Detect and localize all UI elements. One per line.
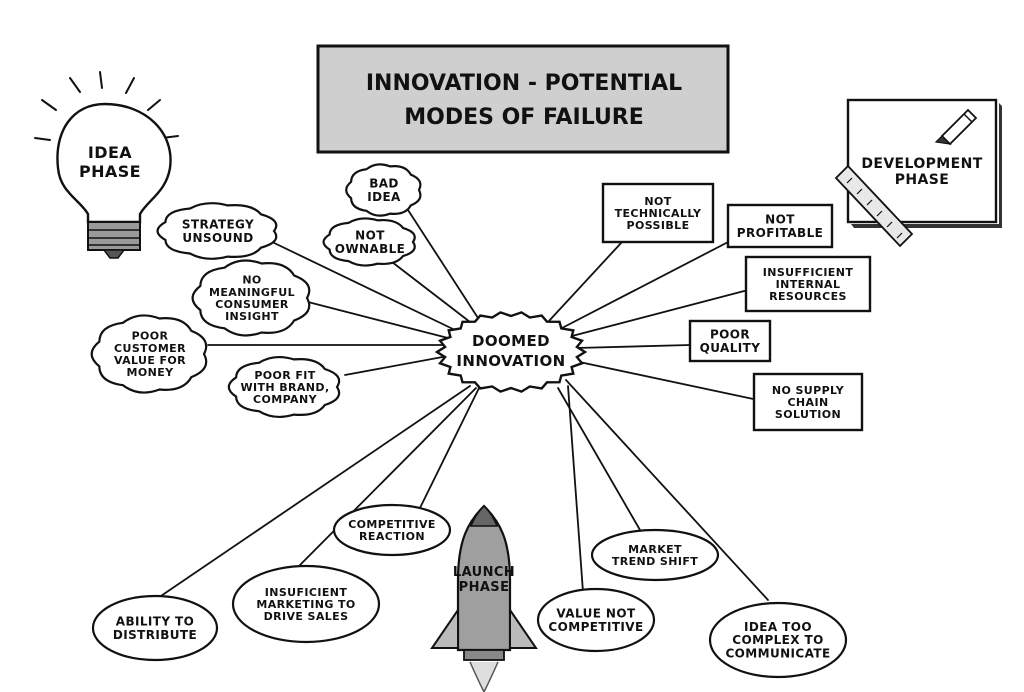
failure-label-line: NO SUPPLY (772, 384, 845, 397)
cloud-shape (90, 314, 208, 394)
failure-label-line: NOT (355, 229, 385, 243)
failure-label-line: VALUE FOR (114, 354, 186, 367)
failure-label-line: VALUE NOT (556, 607, 636, 621)
failure-label-line: REACTION (359, 530, 425, 543)
oval-shape (536, 587, 656, 653)
failure-label-line: MARKETING TO (256, 598, 355, 611)
failure-label-line: MARKET (628, 543, 682, 556)
failure-label-line: INSIGHT (225, 310, 279, 323)
failure-label-line: CHAIN (787, 396, 828, 409)
center-line-2: INNOVATION (456, 352, 565, 370)
box-shape (726, 203, 834, 249)
failure-label-line: INTERNAL (776, 278, 841, 291)
failure-label-line: ABILITY TO (116, 615, 194, 629)
box-shape (744, 255, 872, 313)
failure-label-line: SOLUTION (775, 408, 841, 421)
cloud-shape (156, 202, 278, 260)
failure-label-line: TREND SHIFT (612, 555, 698, 568)
failure-label-line: CUSTOMER (114, 342, 186, 355)
oval-shape (590, 528, 720, 582)
failure-label-line: COMPETITIVE (348, 518, 436, 531)
oval-shape (708, 601, 848, 679)
failure-label-line: DISTRIBUTE (113, 628, 197, 642)
failure-label-line: INSUFFICIENT (763, 266, 854, 279)
box-shape (688, 319, 772, 363)
failure-label-line: NOT (644, 195, 671, 208)
cloud-shape (191, 259, 311, 337)
failure-label-line: MEANINGFUL (209, 286, 295, 299)
oval-shape (332, 503, 452, 557)
doomed-innovation-node: DOOMED INNOVATION (434, 311, 588, 393)
failure-label-line: OWNABLE (335, 242, 406, 256)
title-line-1: INNOVATION - POTENTIAL (366, 71, 682, 96)
failure-label-line: WITH BRAND, (240, 381, 329, 394)
failure-label-line: STRATEGY (182, 218, 254, 232)
failure-label-line: NO (242, 274, 261, 287)
failure-label-line: POOR (710, 328, 750, 342)
lightbulb-icon: IDEA PHASE (34, 71, 179, 259)
failure-label-line: COMPLEX TO (732, 633, 823, 647)
failure-label-line: TECHNICALLY (615, 207, 702, 220)
failure-label-line: COMPANY (253, 393, 318, 406)
cloud-shape (227, 355, 341, 419)
box-shape (752, 372, 864, 432)
idea-phase-line-2: PHASE (79, 162, 141, 181)
failure-label-line: UNSOUND (182, 231, 253, 245)
failure-label-line: POOR FIT (254, 369, 315, 382)
title-box: INNOVATION - POTENTIAL MODES OF FAILURE (316, 44, 730, 154)
failure-label-line: INSUFICIENT (265, 586, 348, 599)
ruler-icon (834, 164, 914, 248)
cloud-shape (322, 217, 416, 267)
failure-label-line: POOR (132, 330, 169, 343)
development-phase-line-1: DEVELOPMENT (861, 156, 982, 172)
failure-label-line: QUALITY (700, 341, 761, 355)
rocket-icon: LAUNCH PHASE (430, 504, 538, 692)
connector-lines (154, 209, 769, 601)
failure-label-line: IDEA (367, 190, 401, 204)
box-shape (601, 182, 715, 244)
pencil-icon (934, 108, 978, 146)
failure-label-line: COMPETITIVE (548, 620, 643, 634)
failure-label-line: RESOURCES (769, 290, 847, 303)
failure-label-line: BAD (369, 177, 399, 191)
launch-phase-line-1: LAUNCH (453, 565, 515, 580)
title-line-2: MODES OF FAILURE (404, 105, 644, 130)
failure-label-line: PROFITABLE (737, 226, 823, 240)
failure-label-line: POSSIBLE (627, 219, 690, 232)
oval-shape (91, 594, 219, 662)
center-line-1: DOOMED (472, 332, 550, 350)
cloud-shape (345, 163, 422, 217)
oval-shape (231, 564, 381, 644)
failure-mode-nodes: BADIDEANOTOWNABLESTRATEGYUNSOUNDNOMEANIN… (90, 163, 872, 679)
failure-label-line: IDEA TOO (744, 620, 812, 634)
failure-label-line: DRIVE SALES (264, 610, 349, 623)
failure-label-line: CONSUMER (215, 298, 289, 311)
idea-phase-line-1: IDEA (88, 143, 132, 162)
development-phase-line-2: PHASE (895, 172, 949, 188)
launch-phase-line-2: PHASE (459, 580, 510, 595)
failure-label-line: COMMUNICATE (725, 646, 830, 660)
failure-label-line: NOT (765, 213, 795, 227)
failure-label-line: MONEY (127, 366, 175, 379)
development-phase-card: DEVELOPMENT PHASE (834, 98, 1002, 248)
